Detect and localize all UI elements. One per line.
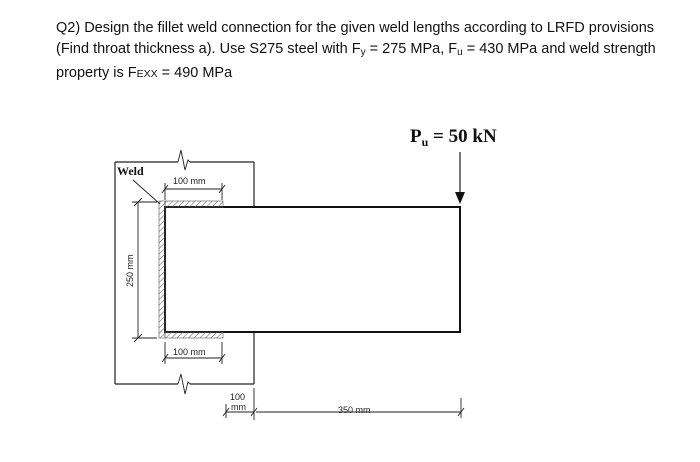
weld-leader-line	[132, 179, 161, 205]
weld-lines	[158, 200, 224, 339]
weld-label: Weld	[117, 164, 144, 178]
question-line-1-text: Q2) Design the fillet weld connection fo…	[56, 20, 655, 36]
question-line-3-part-b: = 490 MPa	[157, 65, 233, 81]
question-line-2-part-a: (Find throat thickness a). Use S275 stee…	[56, 41, 361, 57]
load-arrow	[455, 152, 465, 204]
dim-plate-label-line-2: mm	[231, 402, 246, 412]
top-weld	[164, 200, 224, 208]
dim-beam-label: 350 mm	[338, 405, 371, 415]
break-mark-top	[177, 149, 191, 171]
dim-top-weld-label: 100 mm	[173, 176, 206, 186]
load-subscript: u	[422, 135, 429, 149]
question-line-3-part-a: property is F	[56, 65, 137, 81]
dim-bottom-weld	[161, 342, 226, 364]
question-line-3: property is FEXX = 490 MPa	[56, 63, 686, 85]
vertical-weld	[158, 200, 166, 339]
fu-subscript: u	[457, 47, 463, 58]
dim-top-weld	[161, 183, 226, 200]
load-label: Pu = 50 kN	[410, 126, 497, 149]
bottom-weld	[164, 331, 224, 339]
question-line-2: (Find throat thickness a). Use S275 stee…	[56, 39, 686, 63]
dim-plate-thickness	[222, 388, 258, 420]
dim-bottom-weld-label: 100 mm	[173, 347, 206, 357]
fy-subscript: y	[360, 47, 366, 58]
break-mark-bottom	[177, 373, 191, 395]
dim-vertical-label: 250 mm	[125, 254, 135, 287]
question-text: Q2) Design the fillet weld connection fo…	[56, 18, 686, 85]
support-plate	[114, 161, 255, 385]
dim-plate-label-line-1: 100	[230, 392, 245, 402]
dim-beam-length	[256, 398, 465, 418]
beam-plate	[164, 206, 461, 333]
question-line-2-part-c: = 430 MPa and weld strength	[462, 41, 656, 57]
question-line-2-part-b: = 275 MPa, F	[365, 41, 458, 57]
load-symbol: P	[410, 126, 422, 147]
question-line-1: Q2) Design the fillet weld connection fo…	[56, 18, 686, 39]
load-value: = 50 kN	[428, 126, 497, 147]
dim-vertical-weld	[132, 197, 157, 343]
fexx-subscript: EXX	[136, 68, 158, 80]
